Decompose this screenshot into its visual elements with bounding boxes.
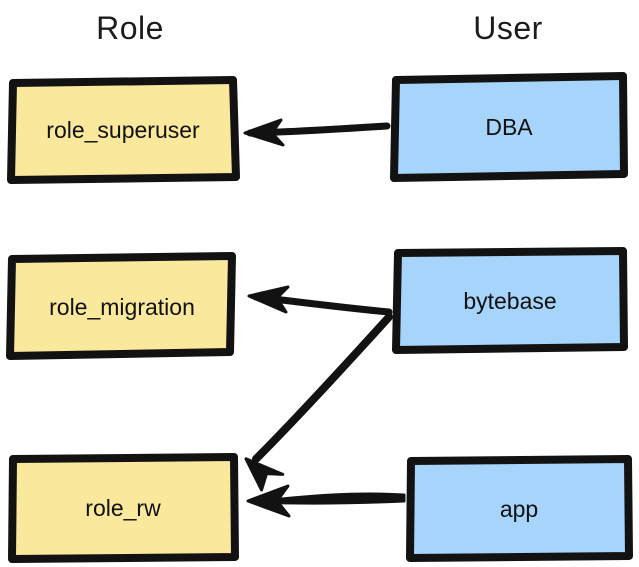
edge-app-to-role-rw xyxy=(246,484,406,518)
column-header-role: Role xyxy=(96,10,164,46)
edge-bytebase-to-role-rw xyxy=(244,313,393,492)
node-shape xyxy=(7,76,240,184)
node-role-migration[interactable]: role_migration xyxy=(6,252,238,361)
node-shape xyxy=(390,72,628,182)
edge-bytebase-to-role-migration xyxy=(247,285,393,316)
edge-dba-to-role-superuser xyxy=(243,118,391,147)
node-role-rw[interactable]: role_rw xyxy=(8,453,239,563)
node-shape xyxy=(392,247,628,354)
node-shape xyxy=(6,252,236,360)
node-role-superuser[interactable]: role_superuser xyxy=(7,76,240,184)
node-shape xyxy=(406,455,633,562)
node-bytebase[interactable]: bytebase xyxy=(392,247,628,354)
node-app[interactable]: app xyxy=(406,455,633,562)
node-dba[interactable]: DBA xyxy=(390,72,628,182)
node-shape xyxy=(8,453,239,563)
column-header-user: User xyxy=(473,10,543,46)
